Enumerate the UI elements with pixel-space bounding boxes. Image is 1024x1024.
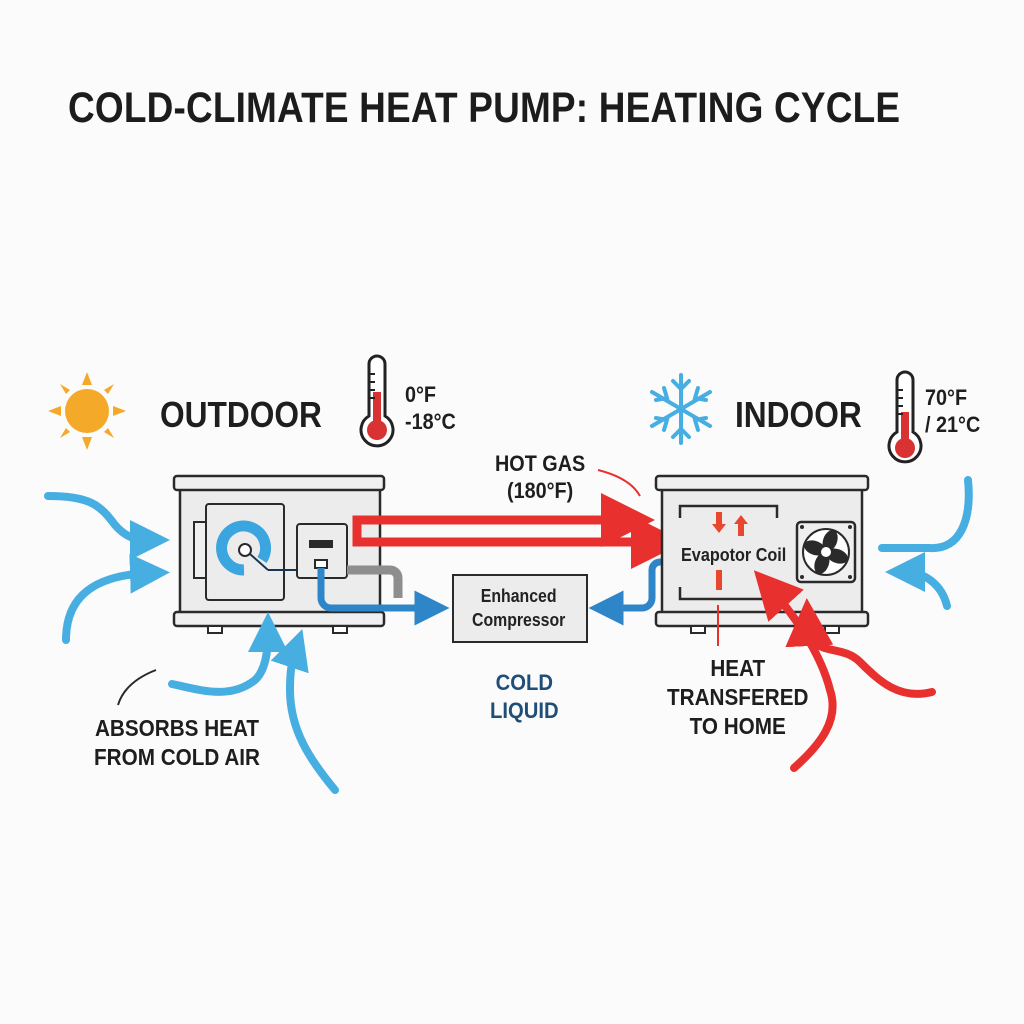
heat-transferred-note: HEAT TRANSFERED TO HOME	[667, 654, 808, 741]
cold-air-arrows-left	[44, 492, 339, 794]
sun-icon	[48, 372, 126, 450]
indoor-label: INDOOR	[735, 394, 862, 435]
compressor-line1: Enhanced	[480, 586, 557, 606]
absorbs-line2: FROM COLD AIR	[94, 744, 260, 770]
outdoor-temperature: 0°F -18°C	[405, 381, 456, 435]
indoor-temp-c: / 21°C	[925, 412, 981, 437]
indoor-thermometer-icon	[887, 370, 923, 464]
absorbs-heat-note: ABSORBS HEAT FROM COLD AIR	[94, 714, 260, 772]
indoor-unit	[654, 474, 870, 634]
outdoor-fan-icon	[216, 520, 298, 576]
hot-gas-temp: (180°F)	[506, 478, 574, 503]
indoor-fan-icon	[795, 520, 857, 584]
outdoor-temp-c: -18°C	[405, 409, 456, 434]
compressor-box	[452, 574, 588, 643]
warm-air-arrows	[753, 570, 936, 772]
evaporator-coil-label: Evapotor Coil	[681, 545, 787, 565]
cold-liquid-pipe-left	[317, 568, 450, 626]
heat-line2: TRANSFERED	[667, 684, 809, 710]
outdoor-label: OUTDOOR	[160, 394, 322, 435]
absorbs-line1: ABSORBS HEAT	[94, 715, 260, 741]
heat-line1: HEAT	[710, 655, 766, 681]
outdoor-thermometer-icon	[359, 354, 395, 448]
hot-gas-pipe	[352, 493, 655, 547]
diagram-title: COLD-CLIMATE HEAT PUMP: HEATING CYCLE	[68, 84, 901, 132]
cold-air-arrows-right	[878, 476, 973, 610]
hot-gas-label: HOT GAS (180°F)	[495, 450, 585, 504]
outdoor-temp-f: 0°F	[405, 382, 437, 407]
cold-liquid-line2: LIQUID	[490, 698, 559, 723]
compressor-line2: Compressor	[472, 610, 566, 630]
hot-gas-text: HOT GAS	[495, 451, 586, 476]
coil-heat-arrows	[712, 512, 748, 590]
cold-liquid-label: COLD LIQUID	[490, 669, 559, 725]
snowflake-icon	[650, 373, 712, 445]
cold-liquid-pipe-right	[588, 558, 672, 626]
indoor-temp-f: 70°F	[925, 385, 968, 410]
outdoor-unit	[172, 474, 386, 634]
cold-liquid-line1: COLD	[495, 670, 553, 695]
indoor-temperature: 70°F / 21°C	[925, 384, 980, 438]
heat-line3: TO HOME	[689, 713, 786, 739]
compressor-label: Enhanced Compressor	[472, 584, 565, 632]
